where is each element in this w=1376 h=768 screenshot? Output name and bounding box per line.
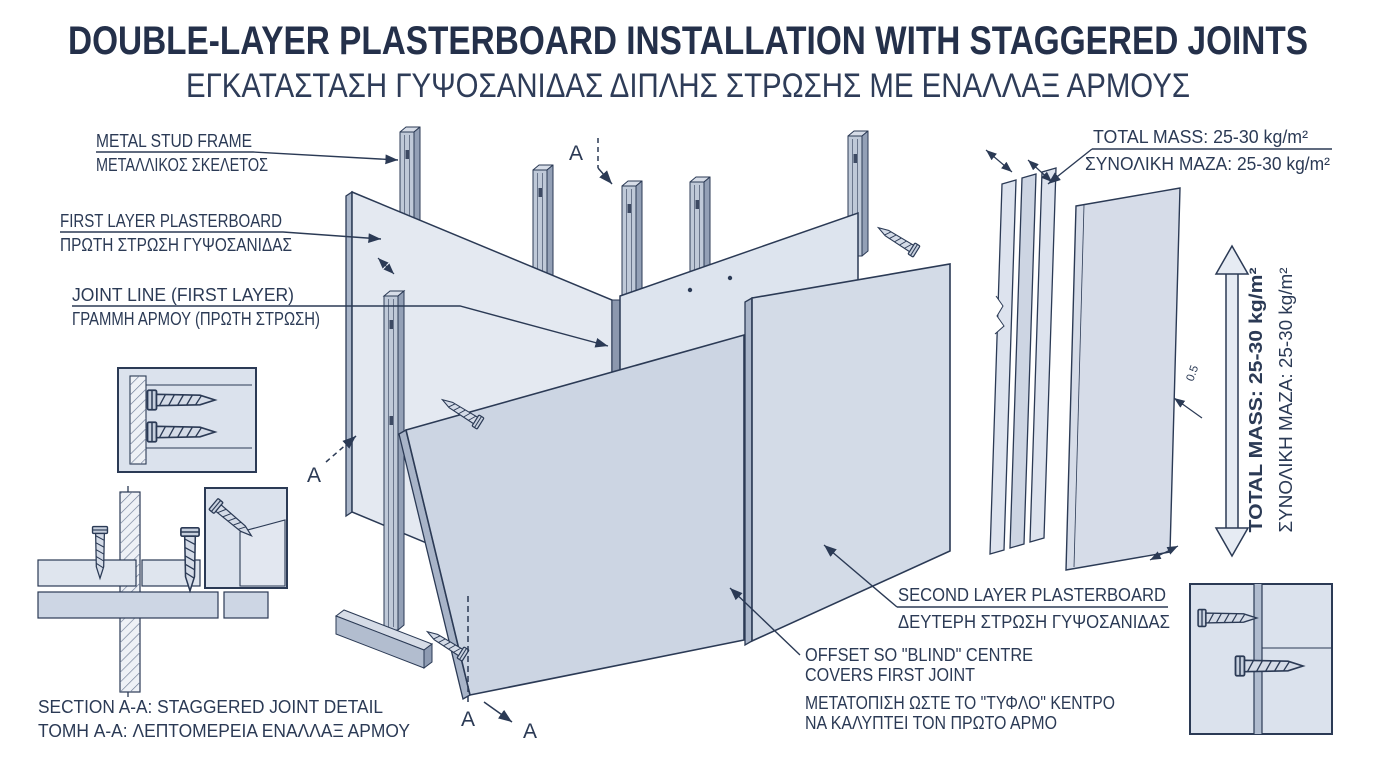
metal-stud bbox=[621, 180, 643, 317]
section-marker-a-top: A bbox=[569, 142, 583, 165]
screw-dot bbox=[687, 287, 693, 293]
board-thickness-line bbox=[1073, 204, 1085, 568]
edge-view: 0.5 TOTAL MASS: 25-30 kg/m² ΣΥΝΟΛΙΚΗ ΜΑΖ… bbox=[985, 127, 1332, 571]
dimension-tick bbox=[377, 257, 395, 275]
front-stud-and-track bbox=[334, 289, 434, 669]
total-mass-vertical-en: TOTAL MASS: 25-30 kg/m² bbox=[1246, 267, 1266, 532]
second-layer-panels bbox=[398, 263, 951, 700]
section-marker-a-bottom-right: A bbox=[523, 720, 537, 743]
callout-second-layer: SECOND LAYER PLASTERBOARD ΔΕΥΤΕΡΗ ΣΤΡΩΣΗ… bbox=[823, 544, 1170, 632]
second-layer-board-section bbox=[37, 591, 219, 619]
second-layer-panel-right bbox=[751, 263, 951, 643]
page-subtitle: ΕΓΚΑΤΑΣΤΑΣΗ ΓΥΨΟΣΑΝΙΔΑΣ ΔΙΠΛΗΣ ΣΤΡΩΣΗΣ Μ… bbox=[186, 67, 1190, 105]
second-layer-board-section bbox=[223, 591, 269, 619]
section-arrow-mid bbox=[325, 435, 357, 463]
callout-joint-line: JOINT LINE (FIRST LAYER) ΓΡΑΜΜΗ ΑΡΜΟΥ (Π… bbox=[72, 285, 609, 348]
metal-stud-frame-label-el: ΜΕΤΑΛΛΙΚΟΣ ΣΚΕΛΕΤΟΣ bbox=[96, 155, 268, 175]
fixing-detail-inset-lower bbox=[204, 487, 288, 589]
metal-stud-front bbox=[382, 289, 406, 632]
callout-total-mass-top: TOTAL MASS: 25-30 kg/m² ΣΥΝΟΛΙΚΗ ΜΑΖΑ: 2… bbox=[1047, 127, 1332, 185]
dimension-arrow bbox=[985, 149, 1013, 173]
total-mass-label-en: TOTAL MASS: 25-30 kg/m² bbox=[1093, 127, 1308, 147]
joint-line-label-en: JOINT LINE (FIRST LAYER) bbox=[72, 285, 294, 305]
leader-line bbox=[60, 231, 382, 243]
callout-offset: OFFSET SO "BLIND" CENTRE COVERS FIRST JO… bbox=[729, 587, 1115, 733]
total-mass-dimension-arrow bbox=[1214, 244, 1250, 558]
section-caption-en: SECTION A-A: STAGGERED JOINT DETAIL bbox=[38, 697, 383, 717]
leader-line bbox=[729, 587, 801, 656]
first-layer-board-section bbox=[37, 559, 137, 587]
torn-edge bbox=[994, 295, 1005, 335]
offset-label-en-line2: COVERS FIRST JOINT bbox=[805, 665, 975, 685]
hatch-fill bbox=[130, 376, 146, 464]
board-corner bbox=[239, 519, 286, 587]
fixing-detail-inset-upper bbox=[117, 367, 257, 473]
screw-dot bbox=[727, 275, 733, 281]
arrow-head-down bbox=[1214, 527, 1250, 558]
offset-label-el-line2: ΝΑ ΚΑΛΥΠΤΕΙ ΤΟΝ ΠΡΩΤΟ ΑΡΜΟ bbox=[805, 713, 1057, 733]
leader-line bbox=[72, 305, 609, 348]
edge-board bbox=[989, 179, 1017, 555]
section-marker-a-mid: A bbox=[307, 464, 321, 487]
header: DOUBLE-LAYER PLASTERBOARD INSTALLATION W… bbox=[68, 19, 1308, 105]
section-marker-a-bottom-left: A bbox=[461, 708, 475, 731]
metal-stud-frame-label-en: METAL STUD FRAME bbox=[96, 131, 252, 151]
leader-line bbox=[823, 544, 898, 608]
first-layer-label-en: FIRST LAYER PLASTERBOARD bbox=[60, 211, 282, 231]
section-markers: A A A A bbox=[307, 138, 613, 743]
fixing-detail-inset-right bbox=[1189, 583, 1333, 735]
callout-metal-stud-frame: METAL STUD FRAME ΜΕΤΑΛΛΙΚΟΣ ΣΚΕΛΕΤΟΣ bbox=[96, 131, 399, 175]
edge-dimension-value: 0.5 bbox=[1185, 364, 1202, 383]
leader-line bbox=[96, 151, 399, 165]
second-layer-label-el: ΔΕΥΤΕΡΗ ΣΤΡΩΣΗ ΓΥΨΟΣΑΝΙΔΑΣ bbox=[898, 612, 1170, 632]
second-layer-label-en: SECOND LAYER PLASTERBOARD bbox=[898, 585, 1166, 605]
arrow-head-up bbox=[1214, 244, 1250, 275]
total-mass-vertical-el: ΣΥΝΟΛΙΚΗ ΜΑΖΑ: 25-30 kg/m² bbox=[1276, 268, 1296, 533]
second-layer-panel-left bbox=[405, 333, 745, 696]
second-layer-panel-right-edge bbox=[744, 296, 753, 647]
offset-label-en-line1: OFFSET SO "BLIND" CENTRE bbox=[805, 645, 1033, 665]
callout-first-layer: FIRST LAYER PLASTERBOARD ΠΡΩΤΗ ΣΤΡΩΣΗ ΓΥ… bbox=[60, 211, 382, 255]
board-edge-section bbox=[1254, 584, 1262, 734]
floor-track bbox=[334, 609, 434, 669]
dimension-arrow bbox=[1173, 397, 1203, 419]
page-title: DOUBLE-LAYER PLASTERBOARD INSTALLATION W… bbox=[68, 19, 1308, 63]
section-arrow-bottom bbox=[483, 701, 513, 723]
total-mass-label-el: ΣΥΝΟΛΙΚΗ ΜΑΖΑ: 25-30 kg/m² bbox=[1085, 154, 1330, 174]
section-aa-detail: SECTION A-A: STAGGERED JOINT DETAIL ΤΟΜΗ… bbox=[37, 486, 410, 741]
arrow-shaft bbox=[1225, 271, 1239, 531]
offset-label-el-line1: ΜΕΤΑΤΟΠΙΣΗ ΩΣΤΕ ΤΟ "ΤΥΦΛΟ" ΚΕΝΤΡΟ bbox=[805, 693, 1115, 713]
joint-line-label-el: ΓΡΑΜΜΗ ΑΡΜΟΥ (ΠΡΩΤΗ ΣΤΡΩΣΗ) bbox=[72, 309, 320, 329]
first-layer-panel-left-edge bbox=[345, 190, 353, 518]
dimension-arrow bbox=[1149, 545, 1179, 561]
section-caption-el: ΤΟΜΗ A-A: ΛΕΠΤΟΜΕΡΕΙΑ ΕΝΑΛΛΑΞ ΑΡΜΟΥ bbox=[38, 721, 410, 741]
section-arrow-top bbox=[597, 167, 613, 185]
leader-line bbox=[1047, 148, 1093, 185]
first-layer-label-el: ΠΡΩΤΗ ΣΤΡΩΣΗ ΓΥΨΟΣΑΝΙΔΑΣ bbox=[60, 235, 292, 255]
